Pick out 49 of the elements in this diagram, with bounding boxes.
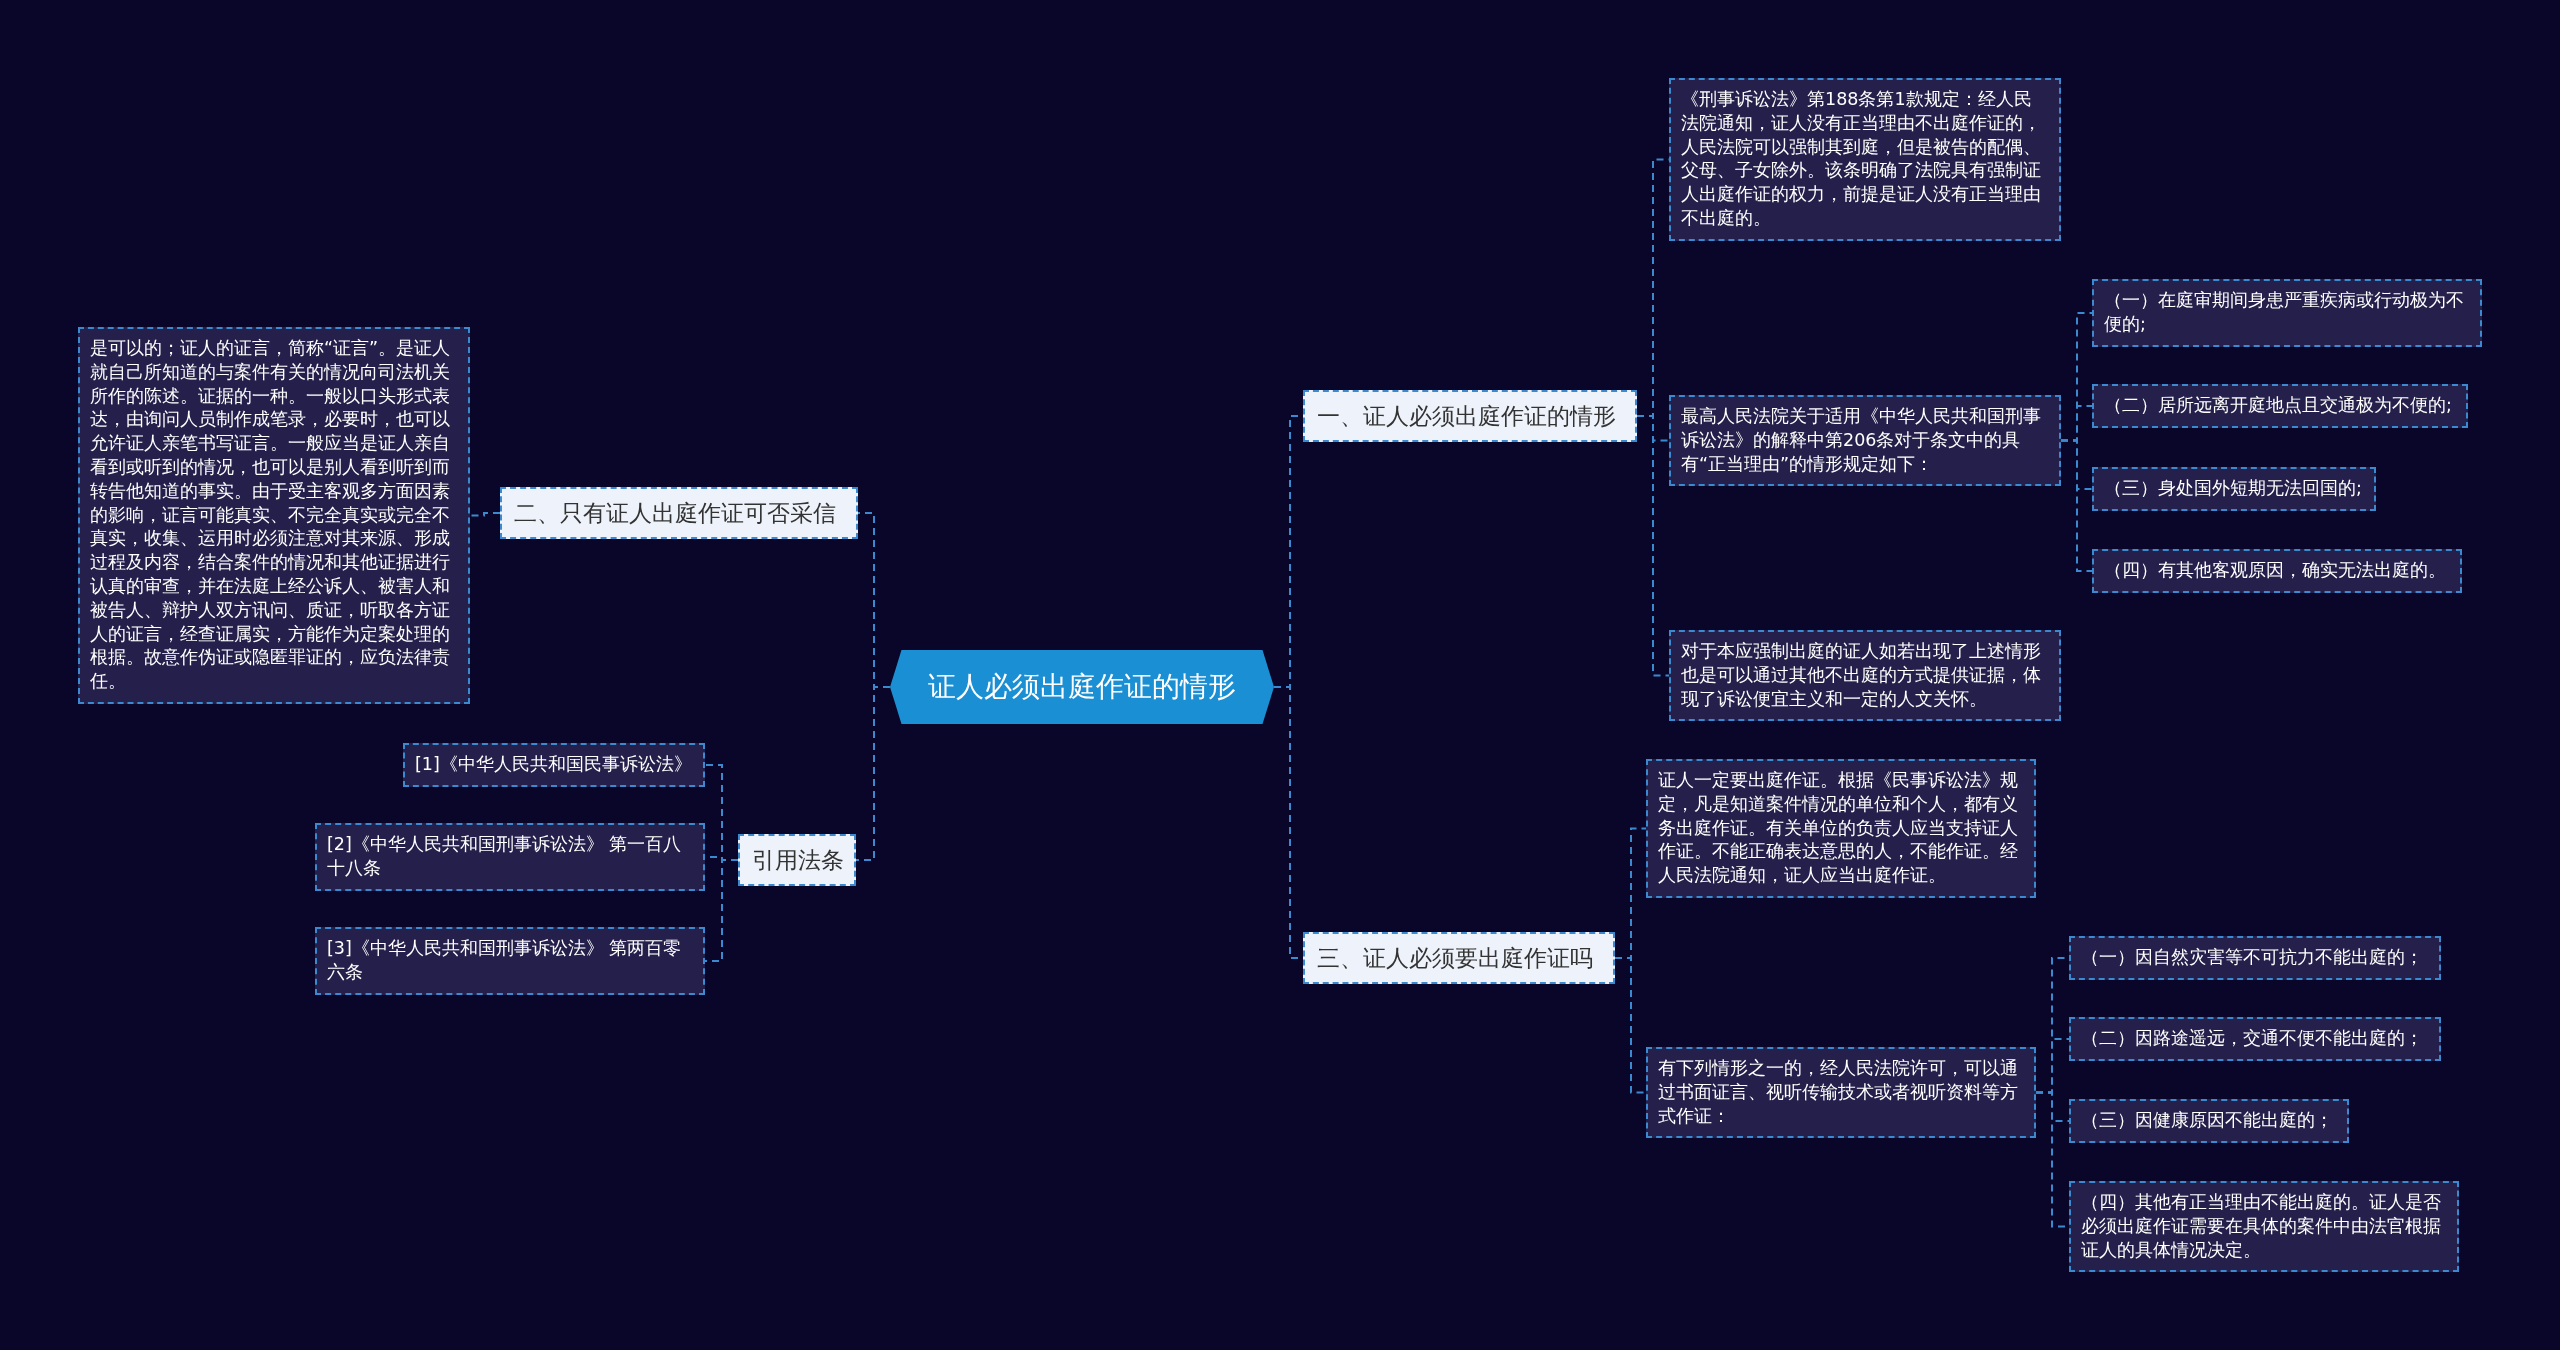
note-box — [2092, 467, 2376, 511]
topic-text: 一、证人必须出庭作证的情形 — [1317, 401, 1616, 431]
topic-text: 三、证人必须要出庭作证吗 — [1317, 943, 1593, 973]
note-box — [1646, 759, 2036, 898]
connector-line — [2060, 439, 2093, 572]
note-box — [2069, 936, 2441, 980]
topic-text: 对于本应强制出庭的证人如若出现了上述情形也是可以通过其他不出庭的方式提供证据，体现了诉讼便宜主义和一定的人文关怀。 — [1681, 640, 2042, 711]
central-topic — [890, 650, 1274, 724]
topic-box — [1303, 390, 1637, 442]
topic-text: [1]《中华人民共和国民事诉讼法》 — [415, 753, 693, 776]
note-box — [2069, 1017, 2441, 1061]
topic-text: （四）有其他客观原因，确实无法出庭的。 — [2104, 559, 2447, 582]
note-box — [2092, 384, 2468, 428]
topic-text: （一）在庭审期间身患严重疾病或行动极为不便的; — [2104, 289, 2465, 336]
topic-text: [3]《中华人民共和国刑事诉讼法》 第两百零六条 — [327, 937, 683, 984]
topic-text: 有下列情形之一的，经人民法院许可，可以通过书面证言、视听传输技术或者视听资料等方式作证： — [1658, 1057, 2019, 1128]
connector-line — [1614, 957, 1647, 1094]
note-box — [315, 927, 705, 995]
note-box — [315, 823, 705, 891]
connector-line — [704, 859, 739, 962]
topic-text: 证人一定要出庭作证。根据《民事诉讼法》规定，凡是知道案件情况的单位和个人，都有义务出庭作证。有关单位的负责人应当支持证人作证。不能正确表达意思的人，不能作证。经人民法院通知，证人应当出庭作证。 — [1658, 769, 2019, 888]
topic-box — [1303, 932, 1615, 984]
topic-text: （三）身处国外短期无法回国的; — [2104, 477, 2363, 500]
connector-line — [855, 686, 891, 861]
note-box — [1669, 630, 2061, 722]
note-box — [2092, 279, 2482, 347]
topic-text: （一）因自然灾害等不可抗力不能出庭的； — [2081, 946, 2424, 969]
topic-box — [500, 487, 858, 539]
topic-text: 是可以的；证人的证言，简称“证言”。是证人就自己所知道的与案件有关的情况向司法机关所作的陈述。证据的一种。一般以口头形式表达，由询问人员制作成笔录，必要时，也可以允许证人亲笔书写证言。一般应当是证人亲自看到或听到的情况，也可以是别人看到听到而转告他知道的事实。由于受主客观多方面因素的影响，证言可能真实、不完全真实或完全不真实，收集、运用时必须注意对其来源、形成过程及内容，结合案件的情况和其他证据进行认真的审查，并在法庭上经公诉人、被害人和被告人、辩护人双方讯问、质证，听取各方证人的证言，经查证属实，方能作为定案处理的根据。故意作伪证或隐匿罪证的，应负法律责任。 — [90, 337, 452, 694]
connector-line — [469, 512, 501, 517]
topic-text: （二）因路途遥远，交通不便不能出庭的； — [2081, 1027, 2424, 1050]
topic-text: 《刑事诉讼法》第188条第1款规定：经人民法院通知，证人没有正当理由不出庭作证的，人民法院可以强制其到庭，但是被告的配偶、父母、子女除外。该条明确了法院具有强制证人出庭作证的权力，前提是证人没有正当理由不出庭的。 — [1681, 88, 2042, 230]
topic-text: 引用法条 — [752, 845, 844, 875]
note-box — [1669, 395, 2061, 487]
note-box — [2092, 549, 2462, 593]
topic-text: [2]《中华人民共和国刑事诉讼法》 第一百八十八条 — [327, 833, 683, 880]
topic-box — [738, 834, 856, 886]
topic-text: （二）居所远离开庭地点且交通极为不便的; — [2104, 394, 2453, 417]
note-box — [1669, 78, 2061, 241]
topic-text: （三）因健康原因不能出庭的； — [2081, 1109, 2334, 1132]
note-box — [403, 743, 705, 787]
connector-line — [1636, 415, 1670, 677]
note-box — [2069, 1099, 2349, 1143]
topic-text: （四）其他有正当理由不能出庭的。证人是否必须出庭作证需要在具体的案件中由法官根据证人的具体情况决定。 — [2081, 1191, 2442, 1262]
note-box — [2069, 1181, 2459, 1273]
topic-text: 证人必须出庭作证的情形 — [928, 669, 1236, 705]
topic-text: 最高人民法院关于适用《中华人民共和国刑事诉讼法》的解释中第206条对于条文中的具有“正当理由”的情形规定如下： — [1681, 405, 2042, 476]
note-box — [1646, 1047, 2036, 1139]
topic-text: 二、只有证人出庭作证可否采信 — [514, 498, 836, 528]
